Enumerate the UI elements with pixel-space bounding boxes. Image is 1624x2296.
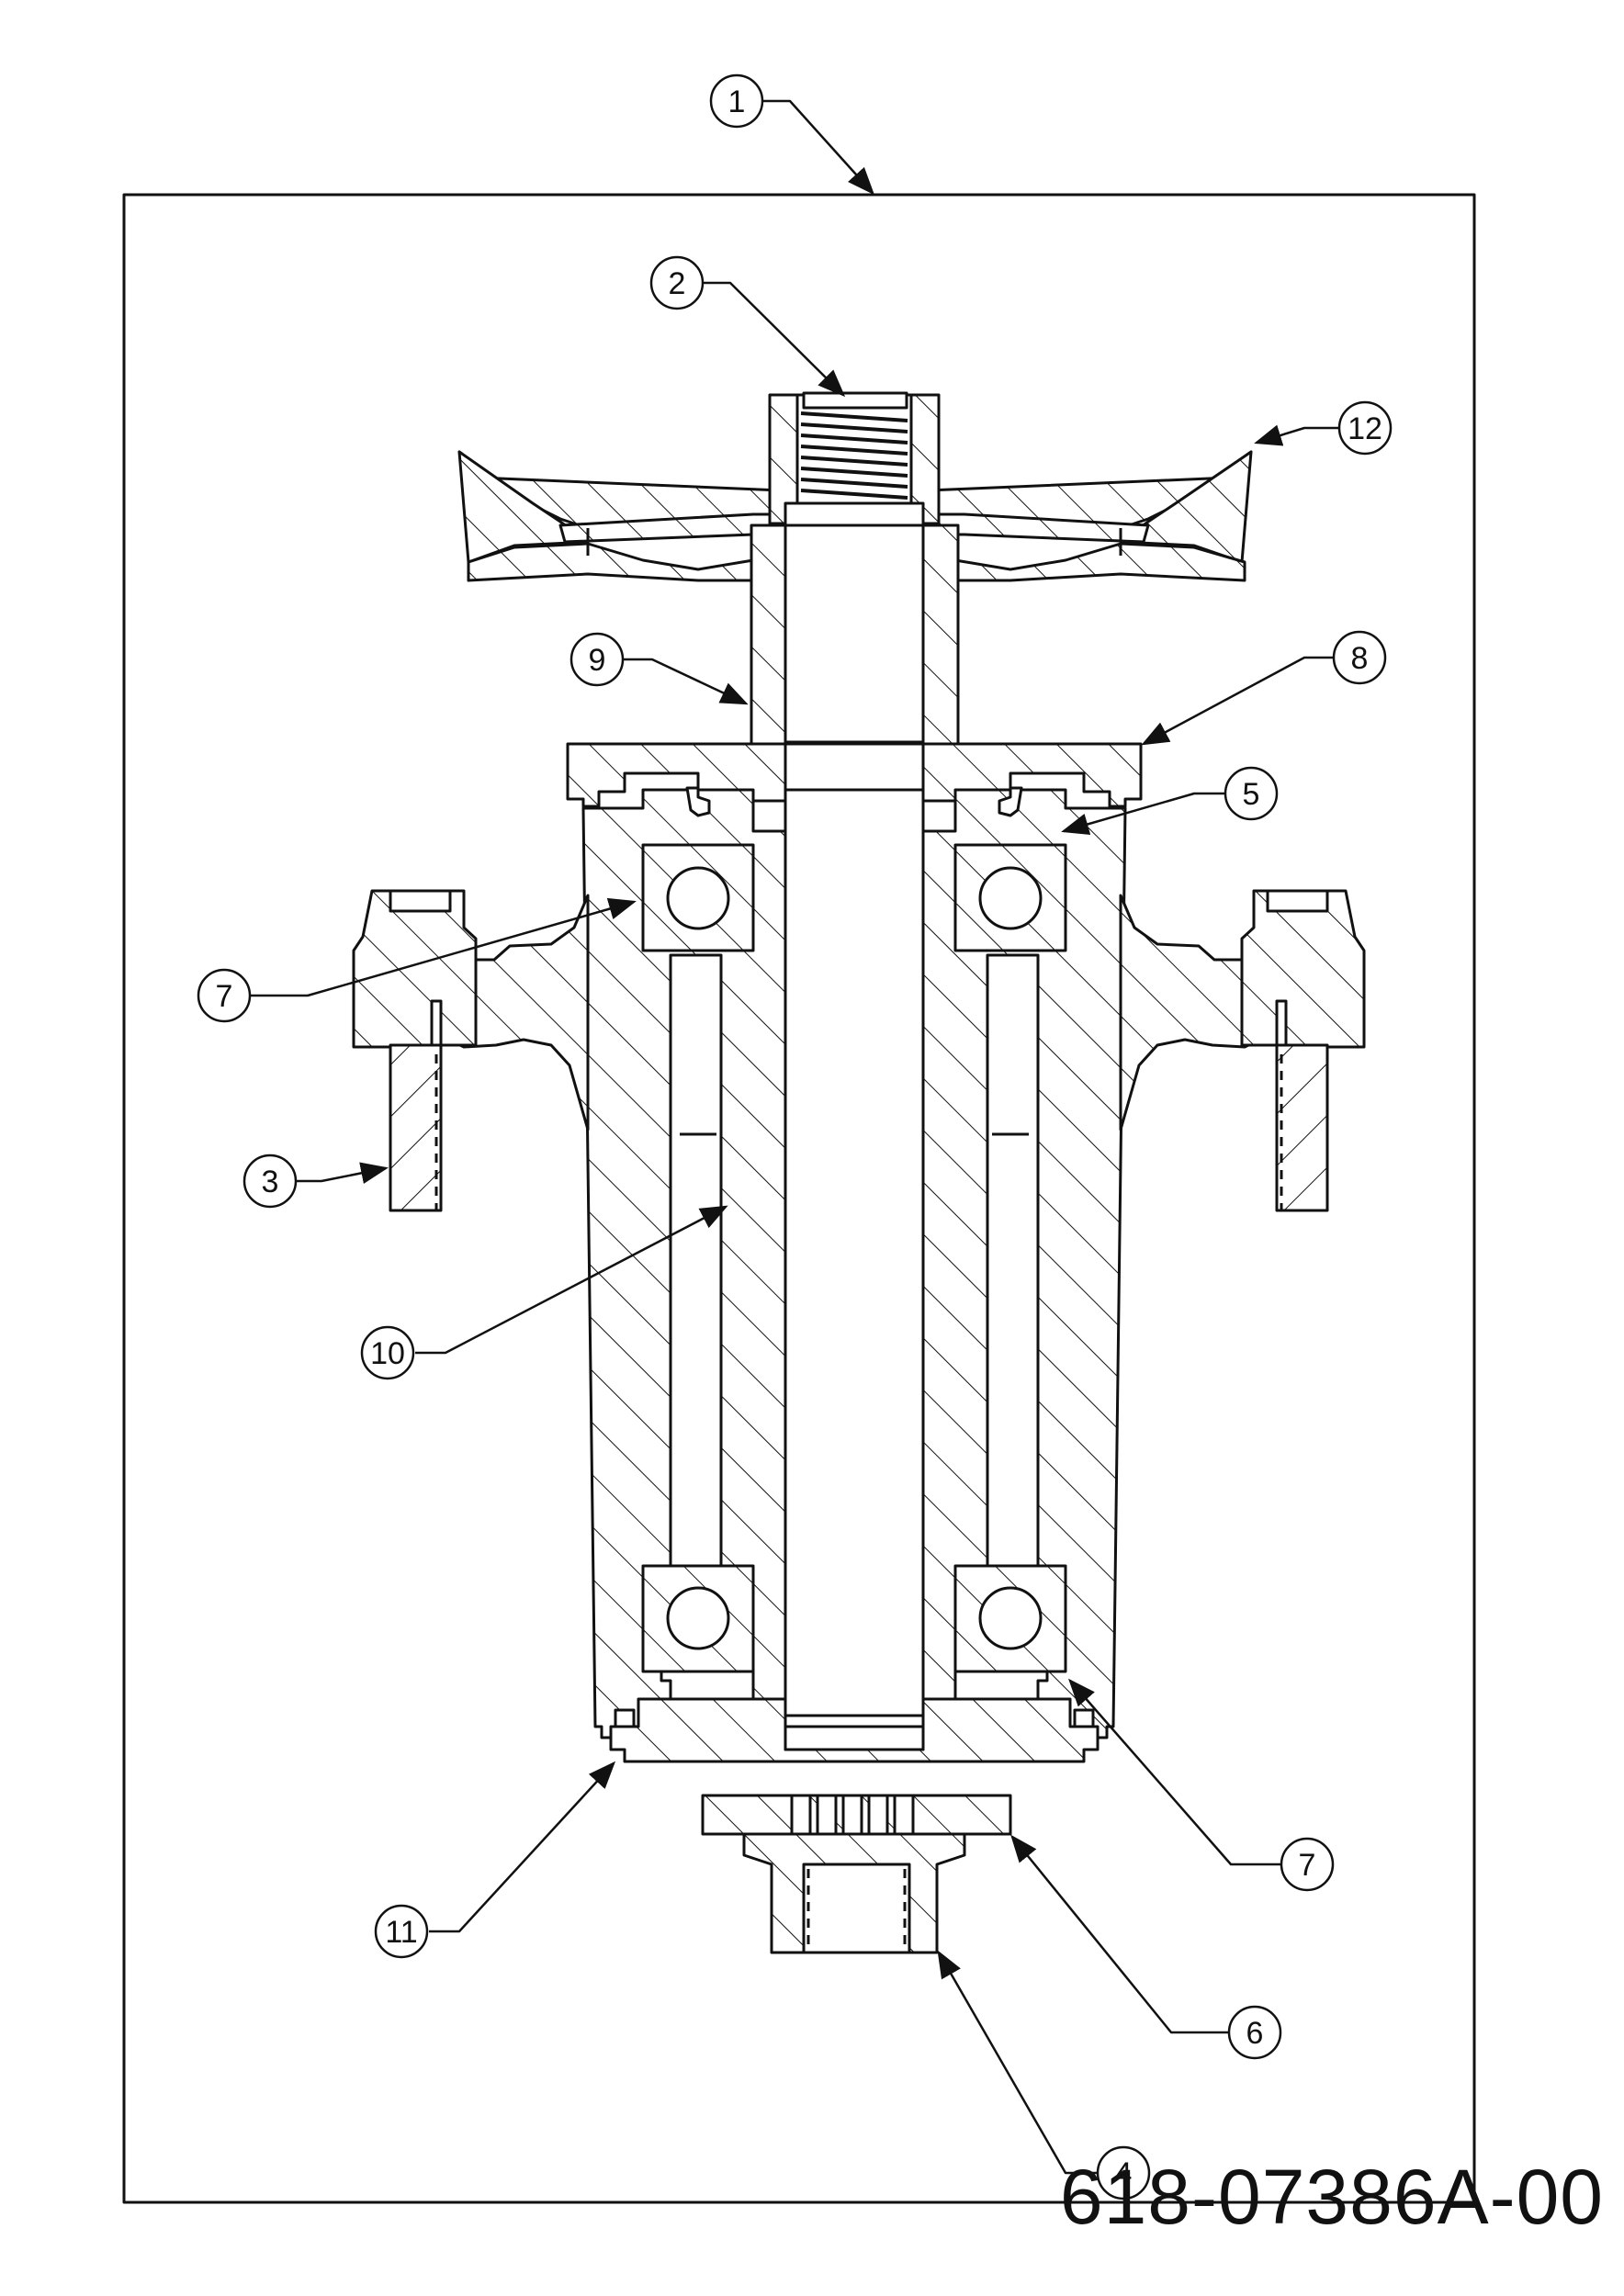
callout-label: 4 [1115,2156,1133,2191]
mounting-stud-right [1240,889,1366,1212]
spline-teeth [790,1794,915,1836]
callout-10: 10 [360,1325,415,1380]
callout-label: 7 [1299,1848,1316,1883]
callout-label: 1 [728,84,746,119]
callout-label: 6 [1246,2016,1264,2051]
callout-label: 12 [1348,411,1382,446]
callout-8: 8 [1332,630,1387,685]
part-number: 618-07386A-00 [1059,2154,1604,2240]
callout-label: 2 [669,266,686,301]
callout-3: 3 [242,1154,298,1209]
callout-label: 11 [385,1915,417,1950]
thread-lines [800,411,908,500]
shaft [784,788,925,1747]
callout-2: 2 [649,255,705,310]
callout-7-lower: 7 [1280,1837,1335,1892]
housing-body [439,788,1269,1763]
hub-nut [768,391,941,527]
mounting-stud-left [352,889,478,1212]
retaining-clip-right [998,786,1023,817]
callout-12: 12 [1337,400,1393,456]
callout-label: 7 [216,979,233,1014]
callout-label: 10 [370,1336,405,1371]
callout-5: 5 [1224,766,1279,821]
assembly-frame [122,193,1476,2204]
retaining-clip-left [685,786,711,817]
bearing-lower-left [641,1564,755,1673]
callout-label: 5 [1243,777,1260,812]
callout-1: 1 [709,73,764,129]
bearing-upper-right [953,843,1067,952]
callout-6: 6 [1227,2005,1282,2060]
callout-4: 4 [1096,2145,1151,2200]
blade-adapter [701,1794,1012,1954]
callout-label: 3 [262,1165,279,1199]
callout-9: 9 [570,632,625,687]
bearing-upper-left [641,843,755,952]
spacer-sleeve [750,523,960,746]
callout-label: 8 [1351,641,1369,676]
bearing-lower-right [953,1564,1067,1673]
callout-7-upper: 7 [197,968,252,1023]
callout-label: 9 [589,643,606,678]
callout-11: 11 [374,1904,429,1959]
leader-lines [250,99,1339,2175]
